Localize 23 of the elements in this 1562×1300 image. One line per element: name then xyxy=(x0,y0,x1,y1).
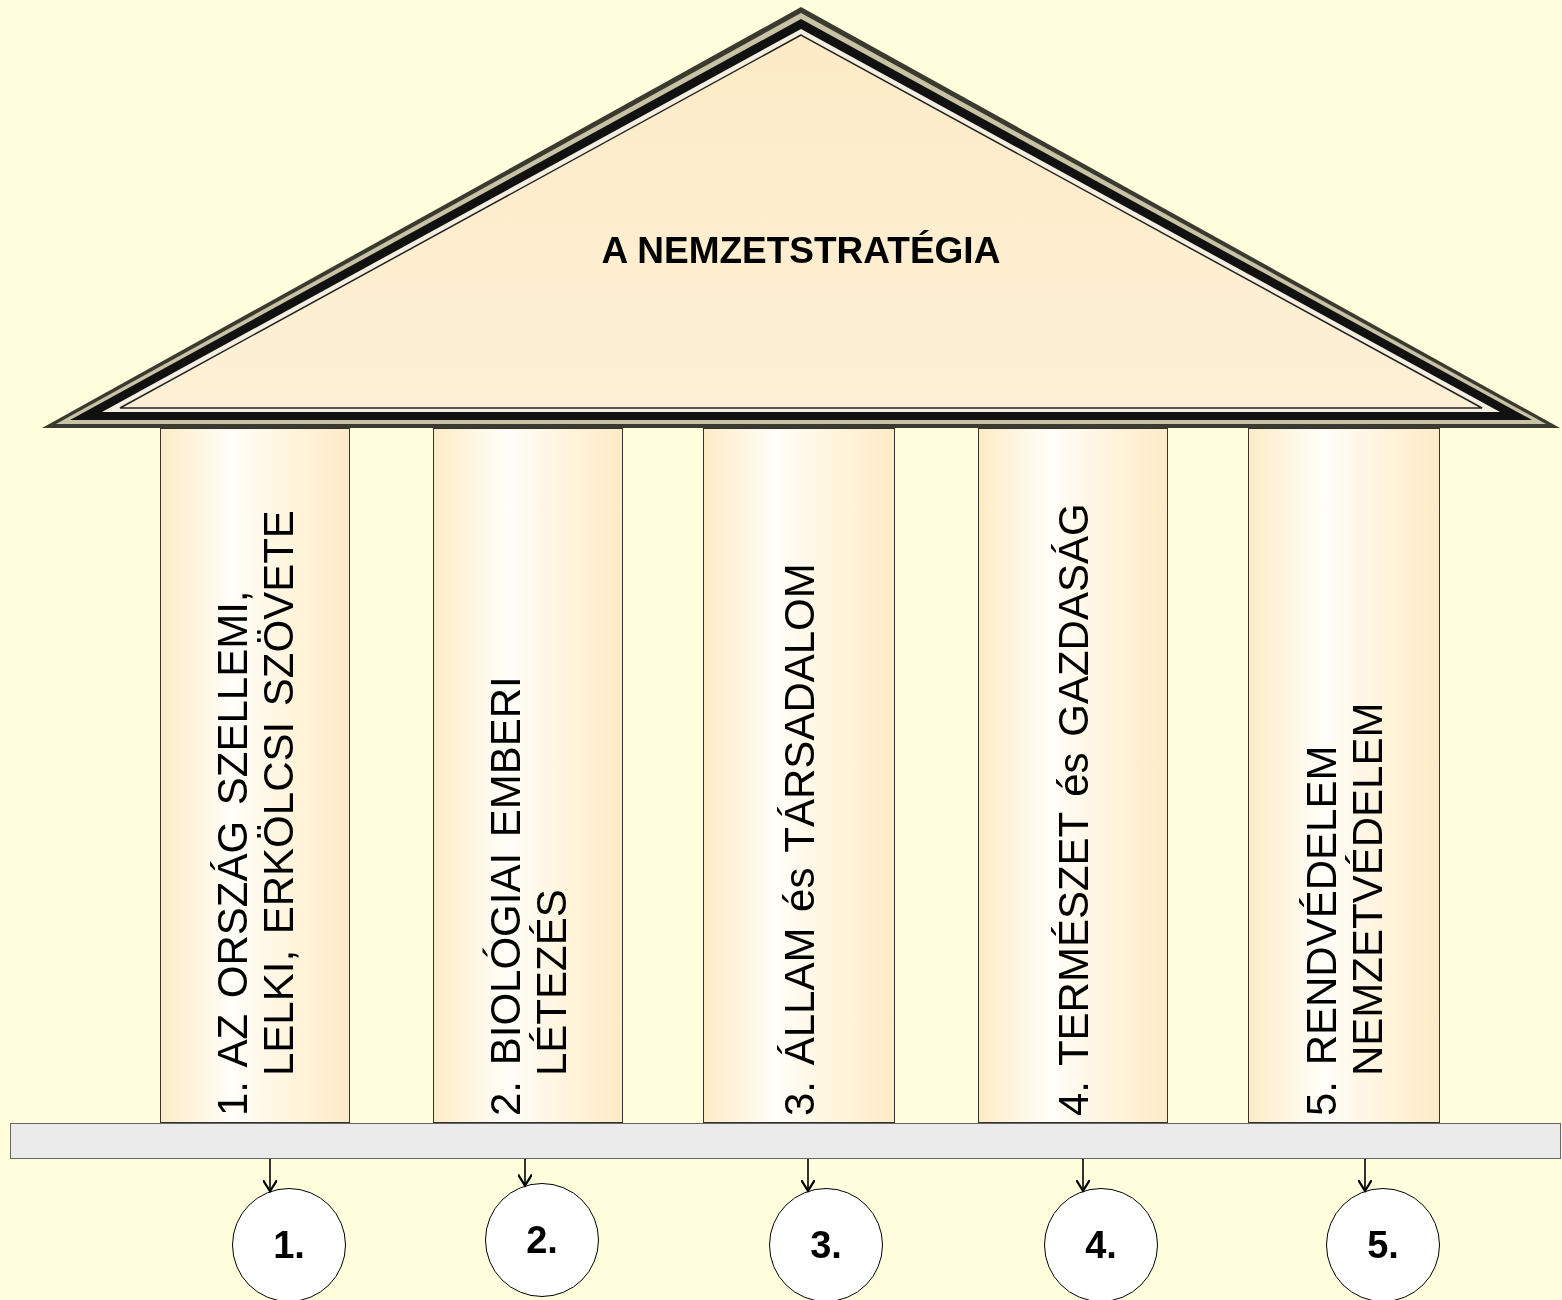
circle-number: 3. xyxy=(810,1223,842,1267)
arrow xyxy=(1074,1158,1092,1193)
pillar-label: 5. RENDVÉDELEM NEMZETVÉDELEM xyxy=(1299,701,1391,1116)
column-pillar xyxy=(160,428,350,1123)
arrow xyxy=(516,1158,534,1187)
arrow xyxy=(799,1158,817,1193)
circle-number: 4. xyxy=(1085,1223,1117,1267)
circle-number: 1. xyxy=(273,1223,305,1267)
circle-number: 2. xyxy=(526,1218,558,1262)
pillar-label: 2. BIOLÓGIAI EMBERI LÉTEZÉS xyxy=(483,675,575,1116)
column-pillar xyxy=(978,428,1168,1123)
pillar-label: 4. TERMÉSZET és GAZDASÁG xyxy=(1051,502,1097,1116)
column-pillar xyxy=(1248,428,1440,1123)
circle-number: 5. xyxy=(1367,1223,1399,1267)
base-slab xyxy=(10,1123,1561,1159)
arrow xyxy=(1356,1158,1374,1193)
pediment-title: A NEMZETSTRATÉGIA xyxy=(600,230,1002,272)
arrow xyxy=(261,1158,279,1193)
column-pillar xyxy=(433,428,623,1123)
pillar-label: 1. AZ ORSZÁG SZELLEMI, LELKI, ERKÖLCSI SZÖVETE xyxy=(210,509,302,1116)
column-pillar xyxy=(703,428,895,1123)
roof-pediment xyxy=(40,5,1562,428)
pillar-label: 3. ÁLLAM és TÁRSADALOM xyxy=(777,562,823,1116)
